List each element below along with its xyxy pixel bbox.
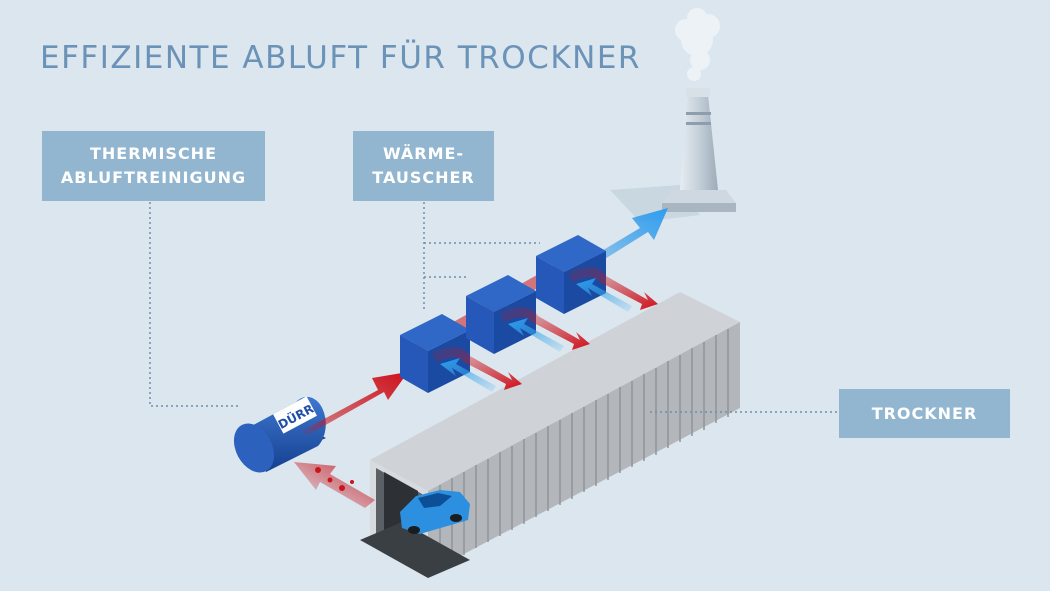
label-heat-line2: TAUSCHER xyxy=(372,168,475,187)
label-thermal-line2: ABLUFTREINIGUNG xyxy=(60,168,247,187)
steam-cloud xyxy=(675,8,720,81)
pipes-exchanger-1 xyxy=(432,346,522,392)
label-heat-exchanger: WÄRME- TAUSCHER xyxy=(353,131,494,201)
leader-lines xyxy=(149,202,838,413)
page-title: EFFIZIENTE ABLUFT FÜR TROCKNER xyxy=(40,40,641,76)
pollutant-particles xyxy=(315,467,354,491)
pipes-exchanger-2 xyxy=(500,306,590,352)
chimney xyxy=(662,88,736,212)
car xyxy=(400,490,470,534)
label-dryer: TROCKNER xyxy=(839,389,1010,438)
label-heat-line1: WÄRME- xyxy=(382,144,465,163)
exhaust-air-arrow xyxy=(294,462,375,508)
hot-air-main-arrow xyxy=(300,372,408,436)
pipes-exchanger-3 xyxy=(568,266,658,312)
label-dryer-text: TROCKNER xyxy=(871,403,978,423)
label-thermal-oxidizer: THERMISCHE ABLUFTREINIGUNG xyxy=(42,131,265,201)
label-thermal-line1: THERMISCHE xyxy=(89,144,217,163)
dryer-tunnel xyxy=(360,292,740,578)
